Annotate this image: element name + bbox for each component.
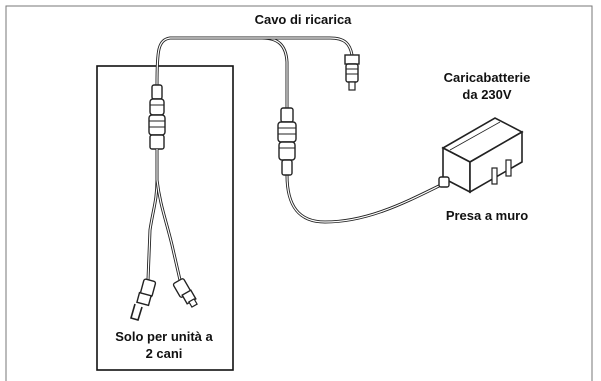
two-dog-label-line1: Solo per unità a: [115, 329, 213, 344]
left-dog-plug: [130, 278, 157, 321]
left-upper-connector: [148, 84, 166, 150]
cable-main-loop: [155, 36, 289, 108]
charger-label: Caricabatterie da 230V: [432, 69, 542, 103]
charger-icon: [438, 117, 524, 194]
two-dog-unit-label: Solo per unità a 2 cani: [96, 328, 232, 362]
cable-to-charger: [285, 174, 446, 224]
right-dog-plug: [172, 278, 198, 308]
top-right-plug: [344, 54, 360, 91]
wall-socket-label: Presa a muro: [445, 208, 529, 223]
charger-label-line2: da 230V: [462, 87, 512, 102]
charging-cable-label: Cavo di ricarica: [254, 12, 352, 27]
two-dog-label-line2: 2 cani: [145, 346, 183, 361]
middle-inline-connector: [277, 107, 297, 176]
charger-label-line1: Caricabatterie: [443, 70, 531, 85]
page-frame: [5, 5, 593, 381]
two-dog-unit-box: [96, 65, 234, 371]
